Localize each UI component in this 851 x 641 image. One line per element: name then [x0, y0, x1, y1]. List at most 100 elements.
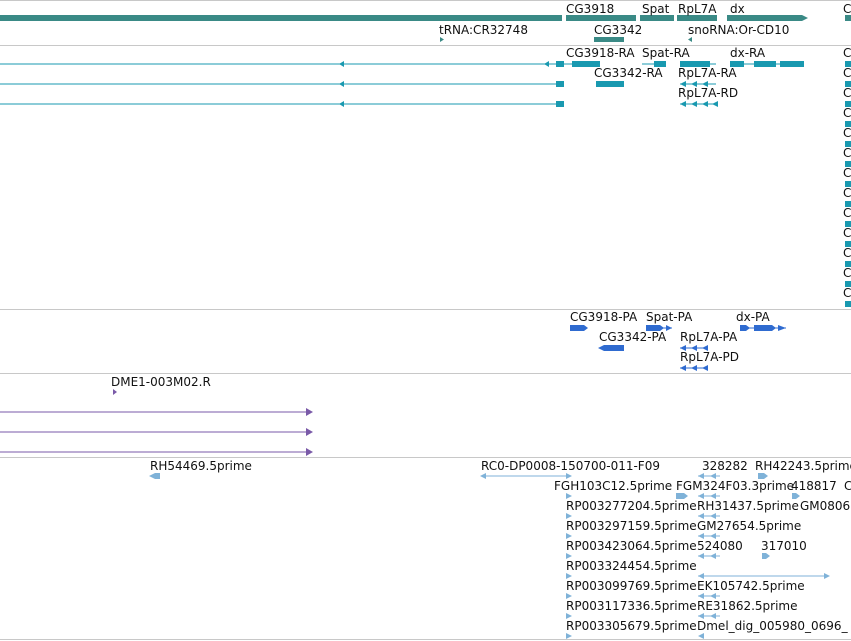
transcript-exon[interactable]: [780, 61, 804, 67]
est-label[interactable]: 418817: [791, 479, 837, 493]
snorna-marker[interactable]: [688, 37, 692, 42]
transcript-label-clipped[interactable]: C: [843, 146, 851, 160]
est-feature[interactable]: [762, 553, 770, 559]
est-feature[interactable]: [566, 613, 572, 619]
est-label[interactable]: RH42243.5prime: [755, 459, 851, 473]
est-label[interactable]: Dmel_dig_005980_0696_: [697, 619, 848, 633]
gene-feature[interactable]: [677, 15, 717, 21]
transcript-label-clipped[interactable]: C: [843, 226, 851, 240]
protein-label[interactable]: RpL7A-PD: [680, 350, 740, 364]
est-label[interactable]: RH54469.5prime: [150, 459, 252, 473]
est-label[interactable]: RP003305679.5prime: [566, 619, 697, 633]
transcript-exon[interactable]: [572, 61, 600, 67]
est-label-clipped[interactable]: C: [844, 479, 851, 493]
est-label[interactable]: RH31437.5prime: [697, 499, 799, 513]
protein-label[interactable]: CG3918-PA: [570, 310, 638, 324]
est-feature[interactable]: [566, 493, 572, 499]
est-label[interactable]: RE31862.5prime: [697, 599, 798, 613]
clone-label[interactable]: DME1-003M02.R: [111, 375, 211, 389]
est-label[interactable]: 524080: [697, 539, 743, 553]
est-feature[interactable]: [698, 593, 716, 599]
est-feature[interactable]: [698, 493, 716, 499]
transcript-exon[interactable]: [754, 61, 776, 67]
gene-feature[interactable]: [845, 15, 851, 21]
est-label[interactable]: FGM324F03.3prime: [676, 479, 795, 493]
gene-label-cg3918[interactable]: CG3918: [566, 2, 615, 16]
est-feature[interactable]: [676, 493, 688, 499]
transcript-label[interactable]: RpL7A-RD: [678, 86, 739, 100]
est-feature[interactable]: [698, 613, 716, 619]
protein-feature[interactable]: [598, 345, 624, 351]
transcript-label[interactable]: dx-RA: [730, 46, 766, 60]
transcript-label-clipped[interactable]: C: [843, 66, 851, 80]
gene-label-cg3342[interactable]: CG3342: [594, 23, 643, 37]
trna-marker[interactable]: [440, 37, 444, 42]
est-feature[interactable]: [566, 533, 572, 539]
transcript-exon[interactable]: [730, 61, 744, 67]
transcript-label-clipped[interactable]: C: [843, 126, 851, 140]
transcript-label-clipped[interactable]: C: [843, 86, 851, 100]
gene-feature[interactable]: [640, 15, 674, 21]
est-feature[interactable]: [698, 473, 716, 479]
transcript-label-clipped[interactable]: C: [843, 266, 851, 280]
transcript-label[interactable]: CG3342-RA: [594, 66, 663, 80]
est-feature[interactable]: [566, 573, 572, 579]
est-feature[interactable]: [698, 633, 704, 639]
transcript-label-clipped[interactable]: C: [843, 106, 851, 120]
transcript-exon[interactable]: [680, 61, 710, 67]
gene-label-rpl7a[interactable]: RpL7A: [678, 2, 717, 16]
protein-feature[interactable]: [570, 325, 588, 331]
gene-feature[interactable]: [0, 15, 562, 21]
est-label[interactable]: RP003099769.5prime: [566, 579, 697, 593]
est-feature[interactable]: [698, 553, 716, 559]
est-label[interactable]: RP003297159.5prime: [566, 519, 697, 533]
est-feature[interactable]: [566, 593, 572, 599]
transcript-exon[interactable]: [556, 61, 564, 67]
transcript-label-clipped[interactable]: C: [843, 206, 851, 220]
transcript-label-clipped[interactable]: C: [843, 46, 851, 60]
est-label[interactable]: RC0-DP0008-150700-011-F09: [481, 459, 660, 473]
transcript-label-clipped[interactable]: C: [843, 286, 851, 300]
transcript-exon[interactable]: [596, 81, 624, 87]
est-feature[interactable]: [698, 533, 716, 539]
gene-feature[interactable]: [727, 15, 808, 21]
transcript-label[interactable]: CG3918-RA: [566, 46, 635, 60]
est-feature[interactable]: [698, 513, 716, 519]
transcript-exon[interactable]: [654, 61, 666, 67]
transcript-label[interactable]: Spat-RA: [642, 46, 690, 60]
est-label[interactable]: RP003277204.5prime: [566, 499, 697, 513]
protein-label[interactable]: CG3342-PA: [599, 330, 667, 344]
est-label[interactable]: RP003423064.5prime: [566, 539, 697, 553]
gene-label-clipped[interactable]: C: [843, 2, 851, 16]
est-feature[interactable]: [566, 553, 572, 559]
est-feature[interactable]: [566, 513, 572, 519]
est-label[interactable]: EK105742.5prime: [697, 579, 805, 593]
est-feature[interactable]: [758, 473, 768, 479]
est-label[interactable]: FGH103C12.5prime: [554, 479, 673, 493]
est-label[interactable]: 317010: [761, 539, 807, 553]
est-label[interactable]: 328282: [702, 459, 748, 473]
protein-feature[interactable]: [646, 325, 672, 331]
est-feature[interactable]: [792, 493, 800, 499]
transcript-exon[interactable]: [556, 101, 564, 107]
gene-feature[interactable]: [594, 37, 624, 42]
est-label[interactable]: GM0806: [800, 499, 851, 513]
est-label[interactable]: RP003324454.5prime: [566, 559, 697, 573]
protein-label[interactable]: Spat-PA: [646, 310, 693, 324]
transcript-label-clipped[interactable]: C: [843, 166, 851, 180]
transcript-exon[interactable]: [556, 81, 564, 87]
est-label[interactable]: GM27654.5prime: [697, 519, 802, 533]
gene-label-dx[interactable]: dx: [730, 2, 745, 16]
gene-label-spat[interactable]: Spat: [642, 2, 670, 16]
est-feature[interactable]: [149, 473, 160, 479]
transcript-label-clipped[interactable]: C: [843, 186, 851, 200]
est-label[interactable]: RP003117336.5prime: [566, 599, 697, 613]
est-feature[interactable]: [566, 473, 572, 479]
protein-label[interactable]: dx-PA: [736, 310, 770, 324]
transcript-label[interactable]: RpL7A-RA: [678, 66, 737, 80]
clone-marker[interactable]: [113, 389, 117, 395]
gene-label-trna[interactable]: tRNA:CR32748: [439, 23, 528, 37]
transcript-label-clipped[interactable]: C: [843, 246, 851, 260]
gene-feature[interactable]: [566, 15, 636, 21]
